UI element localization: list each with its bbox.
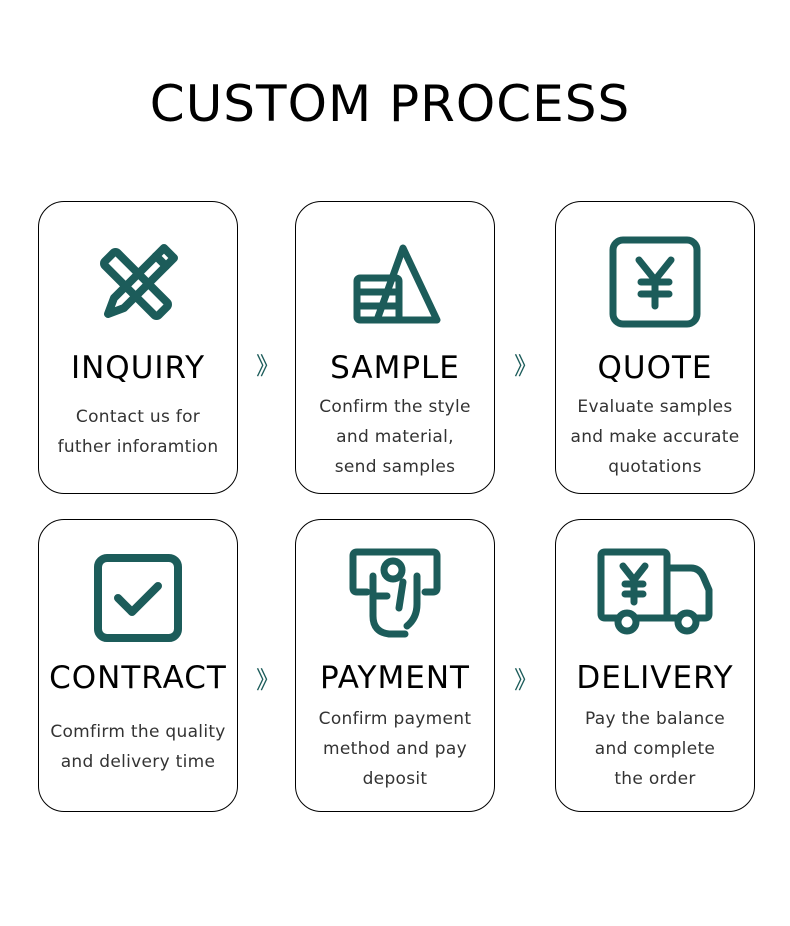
step-description-line: Confirm payment	[318, 709, 472, 729]
step-title: INQUIRY	[70, 350, 206, 386]
step-description-line: deposit	[362, 769, 428, 789]
chevron-double-right-icon: 》	[514, 666, 538, 694]
step-description: Confirm payment method and pay deposit	[296, 704, 494, 794]
step-description: Pay the balance and complete the order	[556, 704, 754, 794]
page-title: CUSTOM PROCESS	[149, 75, 631, 133]
chevron-double-right-icon: 》	[256, 666, 280, 694]
step-description-line: and complete	[594, 739, 716, 759]
step-description-line: Confirm the style	[319, 397, 471, 417]
step-title: PAYMENT	[320, 660, 470, 696]
step-description-line: futher inforamtion	[57, 437, 219, 457]
step-description-line: method and pay	[323, 739, 467, 759]
step-card-contract: CONTRACT Comfirm the quality and deliver…	[38, 519, 238, 812]
checkbox-icon	[90, 550, 186, 646]
step-description-line: Pay the balance	[584, 709, 726, 729]
step-description-line: Evaluate samples	[577, 397, 733, 417]
step-description-line: and material,	[336, 427, 454, 447]
step-title: QUOTE	[597, 350, 713, 386]
step-card-quote: QUOTE Evaluate samples and make accurate…	[555, 201, 755, 494]
step-title: SAMPLE	[330, 350, 460, 386]
step-card-delivery: DELIVERY Pay the balance and complete th…	[555, 519, 755, 812]
step-description-line: quotations	[608, 457, 702, 477]
yen-quote-icon	[607, 234, 703, 330]
step-description-line: and make accurate	[570, 427, 740, 447]
step-description: Evaluate samples and make accurate quota…	[556, 392, 754, 482]
step-card-sample: SAMPLE Confirm the style and material, s…	[295, 201, 495, 494]
step-title: DELIVERY	[576, 660, 734, 696]
step-card-inquiry: INQUIRY Contact us for futher inforamtio…	[38, 201, 238, 494]
step-description: Comfirm the quality and delivery time	[39, 717, 237, 777]
step-title: CONTRACT	[49, 660, 227, 696]
step-card-payment: PAYMENT Confirm payment method and pay d…	[295, 519, 495, 812]
chevron-double-right-icon: 》	[514, 352, 538, 380]
step-description-line: Contact us for	[75, 407, 201, 427]
delivery-truck-icon	[595, 546, 715, 642]
step-description: Confirm the style and material, send sam…	[296, 392, 494, 482]
pencil-ruler-icon	[90, 234, 186, 330]
step-description-line: send samples	[334, 457, 456, 477]
step-description-line: and delivery time	[60, 752, 216, 772]
sample-pyramid-icon	[347, 234, 443, 330]
step-description-line: the order	[614, 769, 696, 789]
step-description: Contact us for futher inforamtion	[39, 402, 237, 462]
hand-payment-icon	[347, 546, 443, 642]
step-description-line: Comfirm the quality	[50, 722, 226, 742]
chevron-double-right-icon: 》	[256, 352, 280, 380]
